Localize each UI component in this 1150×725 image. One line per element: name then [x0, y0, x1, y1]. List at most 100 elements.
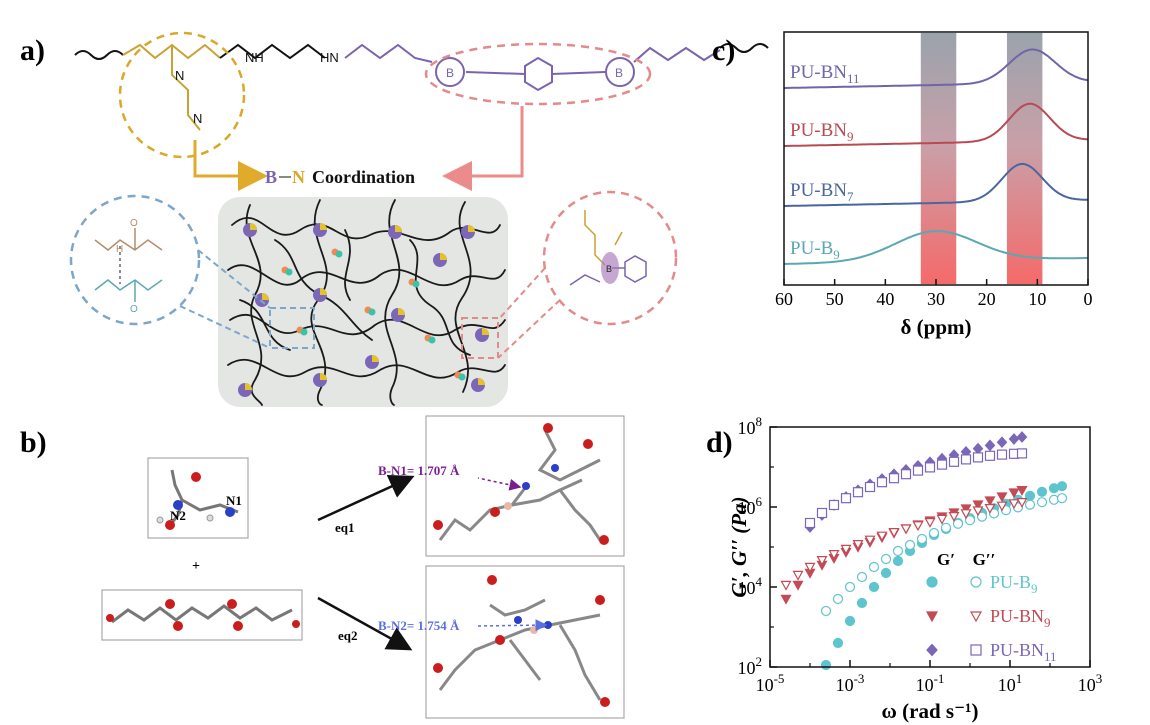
rheo-point-6-12	[936, 459, 948, 470]
eq1-label: eq1	[335, 520, 355, 535]
rheo-x-tick-5: 103	[1078, 671, 1103, 695]
panel-c-label: c)	[712, 34, 735, 67]
nmr-x-tick-3: 40	[876, 289, 894, 309]
nmr-label-3: PU-BN7	[790, 180, 854, 204]
rheo-point-3-19	[996, 492, 1008, 503]
rheo-series-6	[804, 448, 1028, 529]
amine-molecule-box	[147, 457, 249, 539]
bn2-pointer	[477, 619, 548, 632]
atom-b-left: B	[446, 66, 454, 80]
panel-a-label: a)	[20, 34, 45, 67]
rheo-point-2-18	[1024, 499, 1036, 510]
rheo-point-4-21	[1016, 498, 1028, 508]
rheo-x-tick-4: 101	[998, 671, 1023, 695]
nmr-x-tick-4: 30	[927, 289, 945, 309]
rheo-point-6-15	[972, 452, 984, 463]
rheo-point-6-1	[804, 517, 816, 529]
rheo-point-6-11	[924, 462, 936, 473]
rheo-point-2-14	[976, 511, 988, 522]
rheo-point-6-9	[900, 469, 912, 480]
nmr-shaded-regions	[920, 33, 1043, 284]
rheo-point-5-17	[996, 436, 1008, 449]
rheo-point-2-12	[952, 518, 964, 529]
rheo-point-4-17	[972, 506, 984, 517]
rheo-point-1-2	[832, 637, 844, 649]
atom-hn: HN	[320, 50, 339, 65]
diboronate-molecule	[111, 604, 293, 624]
panel-a: a) N N NH HN B B B	[20, 31, 769, 407]
complex-2-box	[425, 565, 625, 719]
hbond-structure	[94, 228, 163, 302]
legend-marker-open-1	[970, 576, 982, 588]
rheo-point-2-13	[964, 515, 976, 526]
rheo-point-5-19	[1016, 431, 1028, 443]
eq2-label: eq2	[338, 628, 358, 643]
nmr-spectrum-2	[784, 102, 1089, 147]
crosslink-nodes	[238, 223, 489, 397]
nmr-label-1: PU-BN11	[790, 62, 860, 86]
rheo-point-4-14	[936, 514, 948, 525]
rheo-point-6-16	[984, 450, 996, 461]
rheo-point-4-8	[864, 535, 876, 546]
rheo-point-6-3	[828, 499, 840, 511]
rheo-y-tick-3: 106	[738, 494, 763, 518]
plus-sign: +	[192, 559, 200, 574]
rheo-point-3-21	[1016, 486, 1028, 496]
rheo-point-1-6	[880, 567, 892, 579]
rheo-point-2-3	[844, 581, 856, 593]
nmr-spectrum-1	[784, 48, 1089, 89]
rheo-point-4-15	[948, 511, 960, 522]
rheo-point-4-16	[960, 509, 972, 520]
complex-1-molecule	[438, 429, 602, 541]
rheo-point-2-6	[880, 553, 892, 565]
bn-bond-highlight	[601, 252, 619, 284]
rheo-point-4-2	[792, 570, 804, 581]
rheo-point-6-4	[840, 493, 852, 504]
rheo-point-3-20	[1008, 488, 1020, 499]
amine-highlight-circle	[118, 31, 246, 159]
rheo-point-2-11	[940, 522, 952, 533]
panel-b-label: b)	[20, 426, 47, 459]
eq2-arrow	[317, 596, 413, 651]
dioxaborolane-right	[605, 57, 635, 87]
nmr-x-tick-1: 60	[775, 289, 793, 309]
hbond-atom-h: H	[116, 244, 123, 255]
nmr-x-tick-6: 10	[1028, 289, 1046, 309]
atom-n-branch: N	[193, 111, 202, 126]
rheo-point-1-7	[892, 555, 904, 567]
rheology-y-label: G′, G′′ (Pa)	[727, 496, 751, 597]
rheo-x-tick-2: 10-3	[836, 671, 865, 695]
rheo-point-4-9	[876, 531, 888, 542]
hbond-zoom-box	[269, 307, 315, 349]
rheo-point-3-17	[972, 500, 984, 511]
coordination-n: N	[292, 167, 305, 187]
rheo-point-4-4	[816, 555, 828, 566]
rheo-point-1-5	[868, 581, 880, 593]
rheo-point-6-5	[852, 487, 864, 498]
rheo-point-1-21	[1056, 481, 1068, 492]
rheo-point-2-5	[868, 561, 880, 573]
bn-zoom-box	[461, 317, 499, 359]
rheo-point-1-4	[856, 597, 868, 609]
panel-d-label: d)	[706, 426, 733, 459]
rheo-point-6-10	[912, 465, 924, 476]
rheo-point-2-7	[892, 545, 904, 557]
polymer-structure	[74, 43, 769, 131]
rheo-point-5-16	[984, 439, 996, 452]
rheo-point-2-4	[856, 571, 868, 583]
hbond-zoom-circle	[69, 194, 201, 326]
legend-header-gdoubleprime: G′′	[973, 550, 996, 569]
chain-end-right	[719, 43, 769, 53]
nmr-band-2	[1006, 33, 1043, 284]
panel-b: b) N1 N2 + eq1 eq2	[20, 415, 625, 719]
eq1-arrow	[317, 474, 415, 522]
rheo-point-2-8	[904, 539, 916, 551]
boronate-highlight-ellipse	[424, 42, 652, 106]
rheo-point-1-1	[820, 659, 832, 671]
rheo-point-5-15	[972, 442, 984, 455]
benzene-ring	[524, 56, 553, 92]
nmr-spectrum-3	[784, 162, 1088, 207]
